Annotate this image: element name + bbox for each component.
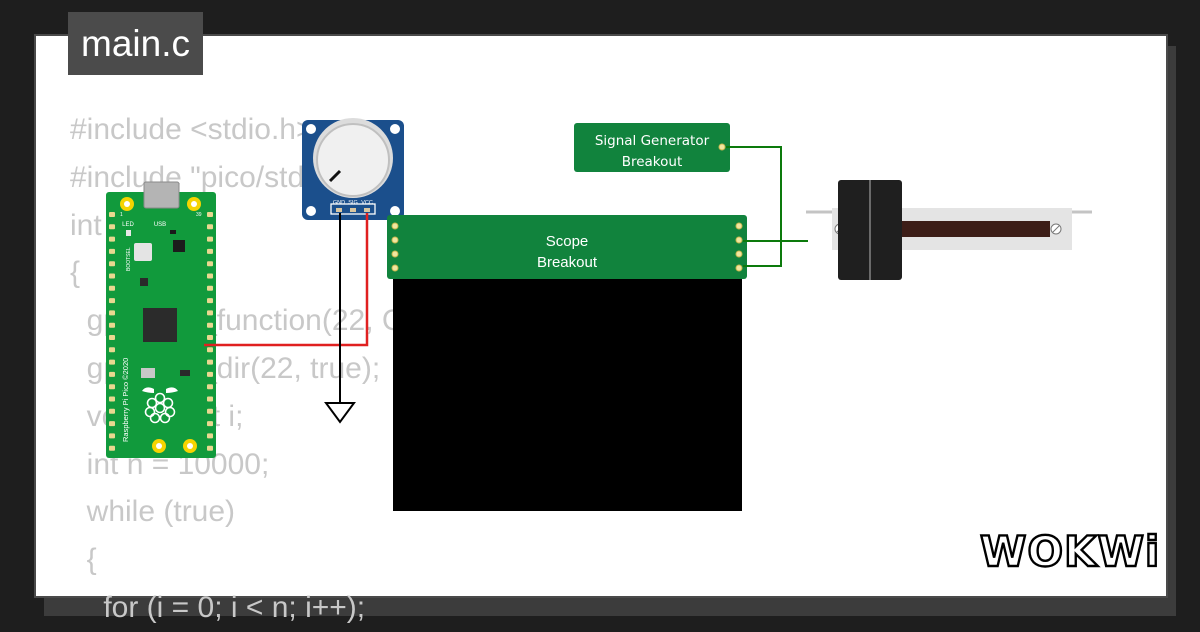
pico-pin[interactable] — [109, 433, 115, 439]
wokwi-logo-text: WOKWi — [980, 527, 1160, 576]
pico-pin[interactable] — [207, 273, 213, 279]
scope-title-line: Scope — [545, 233, 589, 250]
pico-pin[interactable] — [109, 335, 115, 340]
slide-potentiometer[interactable] — [806, 180, 1092, 280]
rp2040-chip — [143, 308, 177, 342]
code-line: for (i = 0; i < n; i++); — [70, 590, 366, 624]
scope-left-pins[interactable] — [391, 222, 399, 272]
pico-pin[interactable] — [109, 347, 115, 353]
pico-board-text: Raspberry Pi Pico ©2020 — [121, 358, 130, 442]
pico-pin[interactable] — [207, 298, 213, 304]
pico-pin[interactable] — [207, 248, 213, 254]
pico-pin[interactable] — [207, 371, 213, 377]
pot-pin-label: VCC — [361, 200, 373, 206]
wire-signal[interactable] — [204, 213, 369, 347]
ground-symbol-icon — [324, 402, 356, 424]
pico-pin[interactable] — [109, 421, 115, 427]
bootsel-button[interactable] — [134, 243, 152, 261]
potentiometer-knob[interactable] — [316, 123, 390, 197]
pico-pin[interactable] — [207, 359, 213, 365]
pot-pin-label: GND — [333, 200, 345, 206]
pico-pin[interactable] — [109, 212, 115, 217]
pico-pin[interactable] — [109, 261, 115, 267]
siggen-title: Signal Generator Breakout — [574, 131, 730, 173]
pico-pin[interactable] — [109, 310, 115, 316]
siggen-output-pin[interactable] — [718, 143, 726, 151]
pico-pin[interactable] — [207, 396, 213, 402]
pico-pin[interactable] — [207, 433, 213, 439]
code-line: #include <stdio.h> — [70, 113, 314, 146]
pico-pin[interactable] — [109, 322, 115, 328]
pico-usb-label: USB — [154, 222, 166, 228]
raspberry-logo-icon — [142, 387, 178, 424]
pico-pin[interactable] — [109, 396, 115, 402]
code-line: { — [70, 256, 81, 290]
pico-led-label: LED — [122, 222, 134, 228]
wokwi-logo: WOKWi — [979, 526, 1161, 577]
pico-pin[interactable] — [207, 347, 213, 353]
pico-bootsel-label: BOOTSEL — [126, 247, 132, 271]
pico-pin[interactable] — [109, 236, 115, 242]
pico-pin-number-label: 1 — [120, 212, 123, 218]
filename-tab[interactable]: main.c — [68, 12, 203, 75]
pico-pin[interactable] — [109, 285, 115, 291]
code-line: { — [70, 543, 97, 577]
pico-pin-header-right[interactable] — [207, 212, 213, 451]
code-line: while (true) — [70, 495, 236, 529]
siggen-title-line: Breakout — [621, 154, 683, 170]
pico-pin[interactable] — [207, 261, 213, 267]
pico-pin[interactable] — [109, 224, 115, 230]
pico-pin-number-label: 39 — [196, 212, 202, 218]
pico-pin[interactable] — [207, 236, 213, 242]
signal-generator-breakout[interactable] — [574, 123, 730, 172]
pico-pin[interactable] — [207, 285, 213, 291]
pico-pin[interactable] — [109, 445, 115, 451]
scope-title: Scope Breakout — [487, 231, 647, 273]
siggen-title-line: Signal Generator — [594, 133, 710, 149]
raspberry-pi-pico[interactable]: LED USB 1 39 BOOTSEL Raspberry Pi Pico ©… — [106, 181, 216, 458]
pico-pin-header-left[interactable] — [109, 212, 115, 451]
pico-pin[interactable] — [207, 445, 213, 451]
usb-connector — [143, 181, 180, 209]
scope-breakout[interactable] — [387, 215, 747, 511]
scope-screen — [393, 279, 742, 511]
wire-siggen-scope[interactable] — [726, 146, 782, 267]
wires[interactable] — [204, 146, 808, 403]
pico-pin[interactable] — [109, 384, 115, 390]
pico-pin[interactable] — [109, 359, 115, 365]
pico-pin[interactable] — [109, 248, 115, 254]
pico-pin[interactable] — [207, 384, 213, 390]
pico-pin[interactable] — [109, 273, 115, 279]
scope-right-pins[interactable] — [735, 222, 743, 272]
pot-pin-label: SIG — [348, 200, 357, 206]
potentiometer[interactable]: GND SIG VCC — [302, 118, 404, 220]
pico-pin[interactable] — [109, 298, 115, 304]
pico-pin[interactable] — [207, 421, 213, 427]
pico-pin[interactable] — [109, 408, 115, 414]
pico-pin[interactable] — [207, 335, 213, 340]
scope-title-line: Breakout — [536, 254, 598, 271]
pico-pin[interactable] — [207, 322, 213, 328]
pico-pin[interactable] — [207, 224, 213, 230]
pico-pin[interactable] — [207, 310, 213, 316]
pico-pin[interactable] — [207, 212, 213, 217]
pico-pin[interactable] — [207, 408, 213, 414]
pico-pin[interactable] — [109, 371, 115, 377]
